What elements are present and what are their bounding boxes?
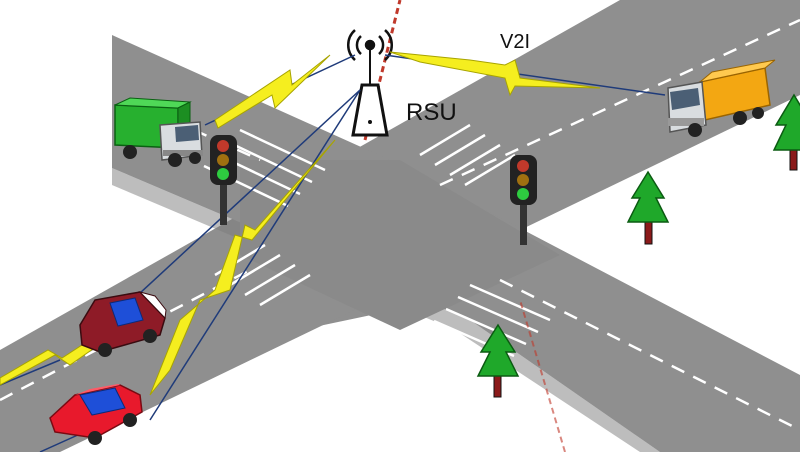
wireless-links <box>0 51 666 452</box>
tree-icon <box>772 93 800 171</box>
rsu-led <box>368 120 372 124</box>
centre-line-upper <box>439 18 800 187</box>
intersection-area <box>240 160 560 330</box>
crosswalk-bottom-left <box>214 243 311 307</box>
crosswalk-right <box>419 123 516 187</box>
rsu-body <box>351 83 389 137</box>
rsu-dashed-beam-lower <box>519 299 566 452</box>
car-icon <box>79 291 167 357</box>
car-icon <box>49 384 143 445</box>
antenna-icon <box>346 29 394 61</box>
lightning-icon <box>389 51 601 97</box>
tree-icon <box>476 323 520 398</box>
truck-icon <box>667 59 776 137</box>
lightning-icon <box>149 139 336 396</box>
centre-line-cross <box>499 278 800 432</box>
traffic-light-icon <box>510 155 537 245</box>
truck-icon <box>114 97 203 167</box>
v2i-label: V2I <box>500 31 530 53</box>
rsu-label: RSU <box>406 99 457 126</box>
centre-line-cross-upper <box>149 108 261 162</box>
rsu-unit: RSU <box>346 0 566 452</box>
lightning-icon <box>214 54 331 129</box>
tree-icon <box>626 170 670 245</box>
traffic-light-icon <box>210 135 237 225</box>
